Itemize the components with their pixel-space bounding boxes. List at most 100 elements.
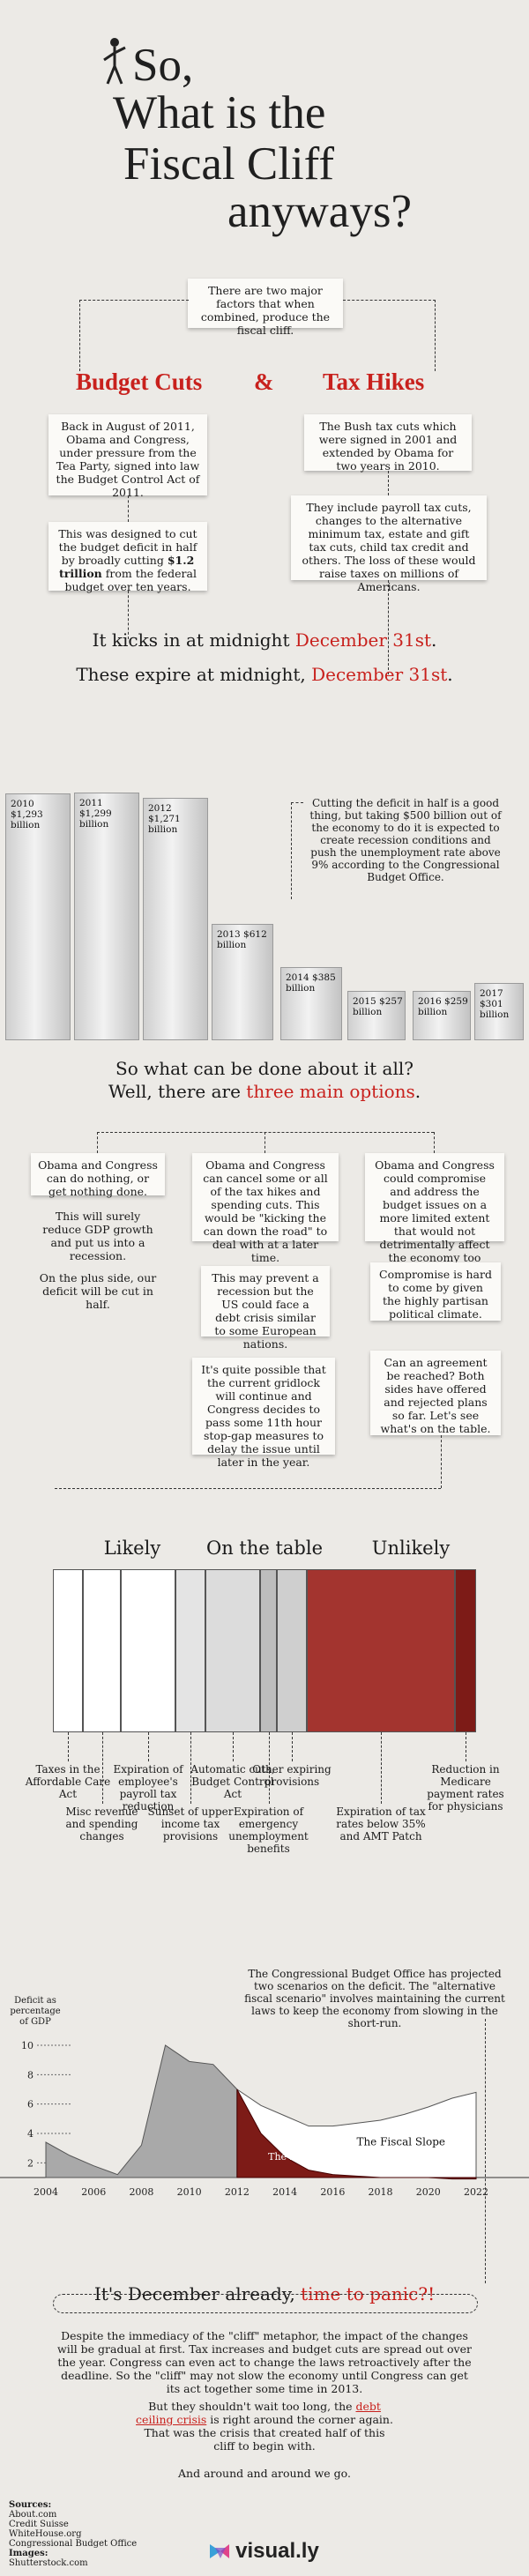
x-tick-label: 2016 xyxy=(320,2186,345,2198)
option-3-card-a: Obama and Congress could compromise and … xyxy=(365,1153,504,1277)
debt-ceiling-link[interactable]: debt ceiling crisis xyxy=(136,2400,381,2426)
segment-connector xyxy=(190,1732,191,1804)
x-tick-label: 2012 xyxy=(225,2186,250,2198)
deficit-bar-2014 xyxy=(280,967,342,1040)
options-end: . xyxy=(414,1081,421,1102)
budget-cuts-text-end: from the federal budget over ten years. xyxy=(64,567,197,593)
group-heading: Unlikely xyxy=(371,1537,451,1559)
tax-hikes-title: Tax Hikes xyxy=(323,369,425,395)
deficit-bar-2011 xyxy=(74,793,139,1040)
annotation-connector-top xyxy=(291,802,303,803)
x-tick-label: 2006 xyxy=(81,2186,106,2198)
opt-conn-3 xyxy=(434,1132,435,1153)
kick-in-line: It kicks in at midnight December 31st. xyxy=(0,629,529,651)
brand-name: visual.ly xyxy=(235,2539,319,2563)
budget-cuts-title: Budget Cuts xyxy=(76,369,203,395)
expire-date: December 31st xyxy=(311,664,448,685)
policy-segment-label: Expiration of tax rates below 35% and AM… xyxy=(336,1805,426,1843)
y-tick-label: 10 xyxy=(21,2040,34,2051)
deficit-bar-label: 2010 $1,293 billion xyxy=(11,799,43,830)
deficit-bar-2017 xyxy=(474,983,524,1040)
expire-line: These expire at midnight, December 31st. xyxy=(0,664,529,685)
visually-logo-icon xyxy=(210,2544,229,2558)
y-tick-label: 4 xyxy=(27,2128,34,2140)
options-line-1: So what can be done about it all? xyxy=(115,1058,414,1079)
connector-left xyxy=(79,300,189,371)
images-heading: Images: xyxy=(9,2549,48,2558)
budget-cuts-card-1: Back in August of 2011, Obama and Congre… xyxy=(48,414,207,499)
policy-segment-label: Expiration of employee's payroll tax red… xyxy=(113,1763,183,1813)
tax-hikes-card-1: The Bush tax cuts which were signed in 2… xyxy=(304,414,472,473)
option-1-card-a: Obama and Congress can do nothing, or ge… xyxy=(31,1153,165,1198)
deficit-bar-2010 xyxy=(5,793,71,1040)
group-heading: Likely xyxy=(103,1537,161,1559)
x-tick-label: 2020 xyxy=(416,2186,441,2198)
policy-segment xyxy=(307,1569,455,1732)
policy-segment xyxy=(455,1569,476,1732)
intro-card: There are two major factors that when co… xyxy=(188,279,343,337)
brand-logo[interactable]: visual.ly xyxy=(208,2539,319,2564)
policy-segment xyxy=(121,1569,175,1732)
budget-cuts-card-2: This was designed to cut the budget defi… xyxy=(48,522,207,593)
budget-cuts-text: This was designed to cut the budget defi… xyxy=(58,527,197,567)
policy-segment-label: Taxes in the Affordable Care Act xyxy=(25,1763,111,1800)
history-area xyxy=(45,2044,238,2178)
sources: Sources: About.com Credit Suisse WhiteHo… xyxy=(9,2500,137,2568)
x-tick-label: 2018 xyxy=(369,2186,393,2198)
deficit-bar-label: 2013 $612 billion xyxy=(217,929,267,950)
area-ylabel: Deficit as percentage of GDP xyxy=(10,1996,61,2027)
policy-segment xyxy=(83,1569,121,1732)
policy-segment-label: Automatic cuts, Budget Control Act xyxy=(190,1763,275,1800)
deficit-bar-2012 xyxy=(143,798,208,1040)
y-tick-label: 8 xyxy=(27,2069,34,2081)
fiscal-slope-label: The Fiscal Slope xyxy=(356,2135,445,2148)
x-tick-label: 2008 xyxy=(129,2186,153,2198)
option-3-card-b: Compromise is hard to come by given the … xyxy=(370,1262,501,1321)
deficit-bar-2016 xyxy=(413,991,471,1040)
expire-end: . xyxy=(447,664,453,685)
deficit-bar-label: 2014 $385 billion xyxy=(286,972,336,994)
conclusion-p3: And around and around we go. xyxy=(178,2467,351,2480)
tax-hikes-card-2: They include payroll tax cuts, changes t… xyxy=(291,495,487,593)
x-tick-label: 2010 xyxy=(177,2186,202,2198)
policy-segment-label: Reduction in Medicare payment rates for … xyxy=(427,1763,504,1813)
deficit-bar-label: 2012 $1,271 billion xyxy=(148,803,181,835)
option-2-card-b: This may prevent a recession but the US … xyxy=(201,1266,330,1351)
connector-r3 xyxy=(388,580,389,674)
conclusion-connector xyxy=(485,2019,486,2283)
conclusion-p2: But they shouldn't wait too long, the de… xyxy=(132,2400,397,2453)
fiscal-slope-area xyxy=(236,2088,477,2178)
connector-l3 xyxy=(128,591,129,639)
segment-connector xyxy=(292,1732,293,1761)
opt-conn-down xyxy=(441,1435,442,1488)
opt-conn-1 xyxy=(97,1132,98,1153)
kick-in-text: It kicks in at midnight xyxy=(92,629,295,651)
kick-in-end: . xyxy=(431,629,437,651)
p2-text: But they shouldn't wait too long, the xyxy=(148,2400,356,2413)
fiscal-cliff-area xyxy=(236,2088,477,2180)
y-tick-label: 2 xyxy=(27,2157,34,2169)
conclusion-p1: Despite the immediacy of the "cliff" met… xyxy=(57,2329,472,2395)
segment-connector xyxy=(381,1732,382,1804)
budget-cuts-amount: $1.2 trillion xyxy=(58,554,195,580)
options-red: three main options xyxy=(246,1081,415,1102)
title-line-4: anyways? xyxy=(227,186,412,237)
opt-conn-2 xyxy=(264,1132,265,1153)
x-tick-label: 2022 xyxy=(464,2186,488,2198)
option-2-card-a: Obama and Congress can cancel some or al… xyxy=(192,1153,339,1264)
x-tick-label: 2014 xyxy=(272,2186,297,2198)
title-line-3: Fiscal Cliff xyxy=(123,138,334,190)
segment-connector xyxy=(268,1732,270,1804)
connector-r2 xyxy=(388,471,389,495)
deficit-bar-label: 2015 $257 billion xyxy=(353,996,403,1017)
source-item: Congressional Budget Office xyxy=(9,2539,138,2549)
deficit-annotation: Cutting the deficit in half is a good th… xyxy=(309,797,502,883)
deficit-bar-label: 2017 $301 billion xyxy=(480,988,510,1020)
segment-connector xyxy=(148,1732,149,1761)
segment-connector xyxy=(233,1732,234,1761)
policy-segment-label: Misc revenue and spending changes xyxy=(65,1805,138,1843)
title-line-2: What is the xyxy=(113,87,326,138)
source-item: About.com xyxy=(9,2510,57,2520)
